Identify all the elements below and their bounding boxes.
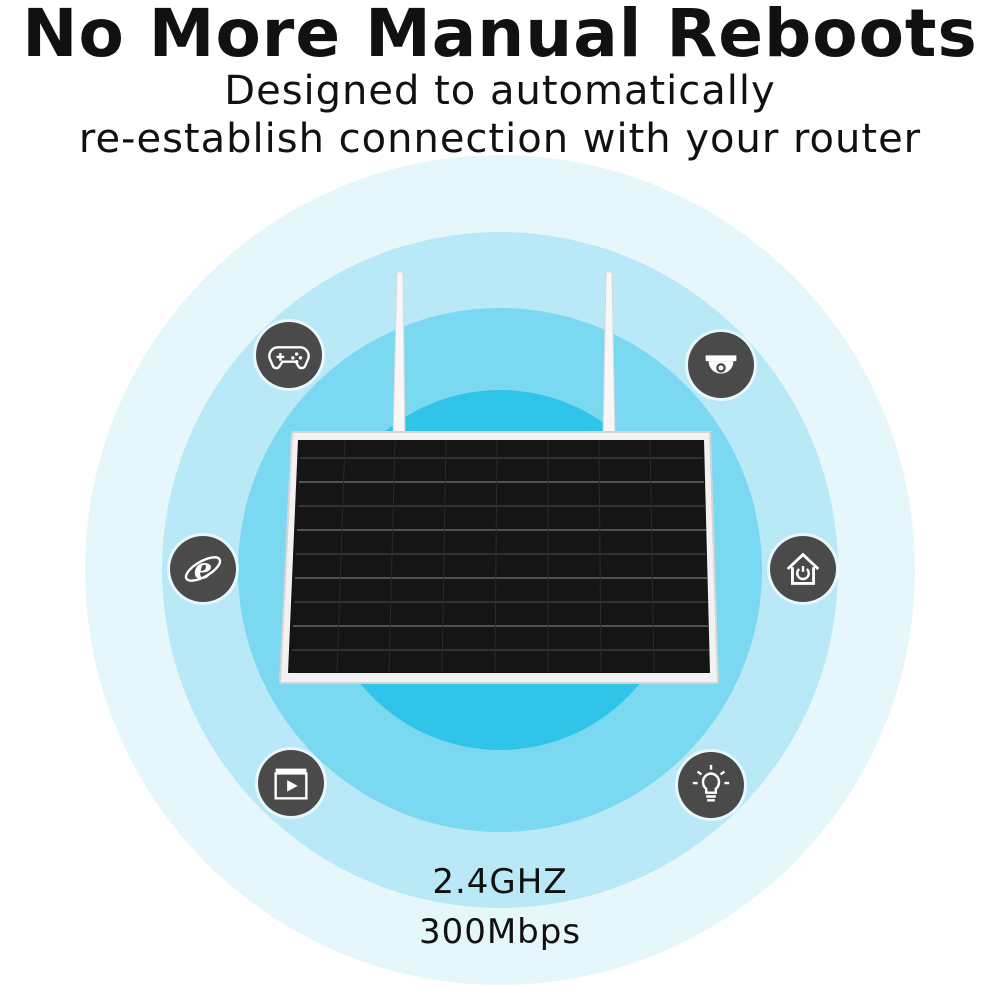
video-play-icon [258, 750, 324, 816]
subtitle-line-2: re-establish connection with your router [78, 116, 922, 162]
security-camera-icon [688, 332, 754, 398]
gamepad-icon [256, 322, 322, 388]
internet-explorer-icon: e [170, 536, 236, 602]
smart-home-icon [770, 536, 836, 602]
solar-cell-columns [336, 440, 655, 673]
solar-panel [278, 431, 720, 684]
headline: No More Manual Reboots [22, 0, 978, 72]
svg-text:e: e [194, 552, 212, 586]
light-bulb-icon [678, 752, 744, 818]
speed-label: 300Mbps [418, 912, 582, 952]
subtitle-line-1: Designed to automatically [224, 68, 776, 114]
solar-cell-lines [292, 457, 709, 651]
frequency-label: 2.4GHZ [432, 862, 568, 902]
